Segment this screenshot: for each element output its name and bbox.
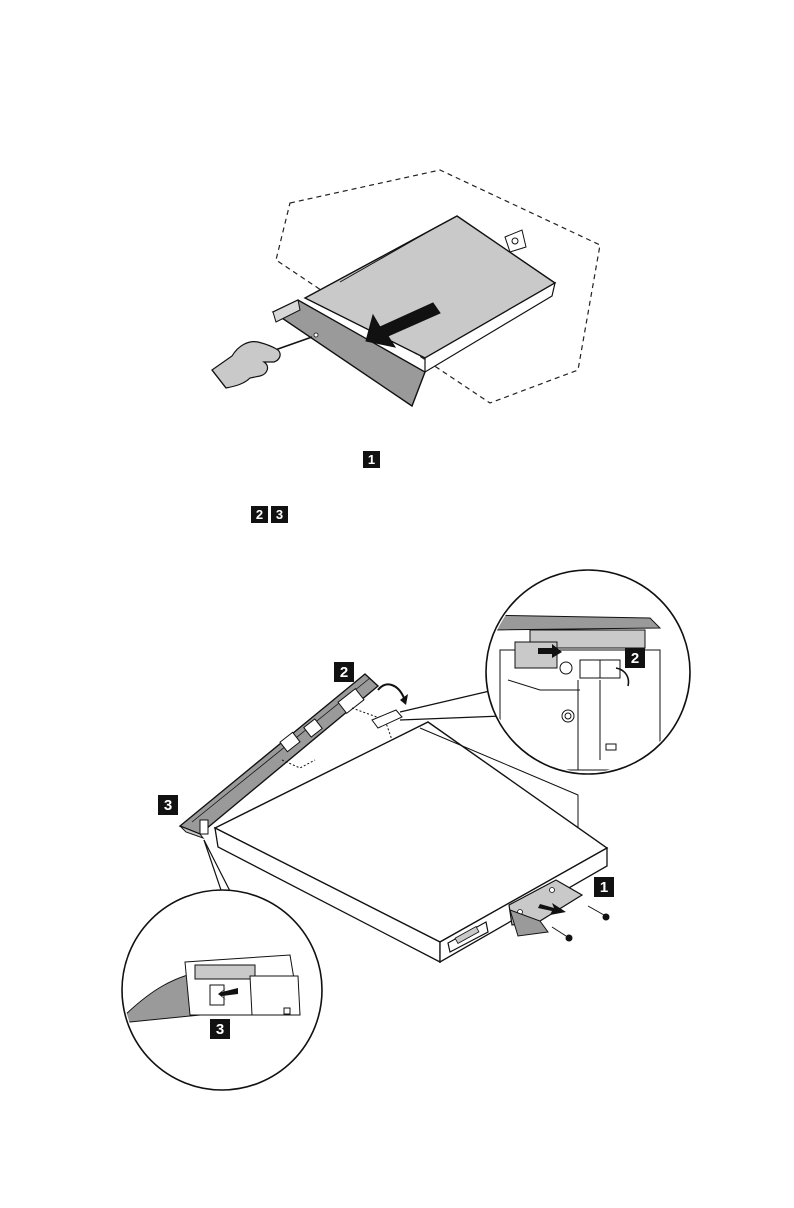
screw-icon: [588, 906, 610, 921]
screw-icon: [552, 927, 573, 942]
label-bezel-clip: 3: [158, 795, 178, 815]
label-bracket: 1: [594, 877, 614, 897]
label-detail-bottom: 3: [210, 1019, 230, 1039]
rotate-arrow: [378, 684, 404, 698]
label-detail-top: 2: [625, 648, 645, 668]
label-bezel-latch: 2: [334, 662, 354, 682]
